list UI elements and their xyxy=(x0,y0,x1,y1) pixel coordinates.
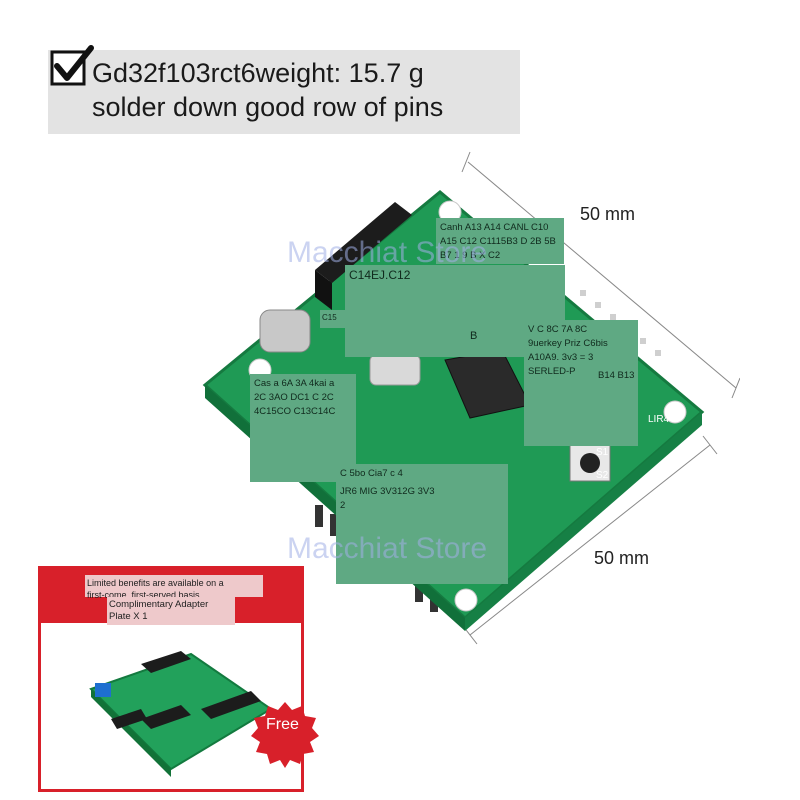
promo-adapter-box xyxy=(107,597,235,625)
silk-label-s1: S1 xyxy=(596,447,609,458)
block-h-text: JR6 MIG 3V312G 3V3 2 xyxy=(340,486,435,511)
board-label-block-a: Canh A13 A14 CANL C10 A15 C12 C1115B3 D … xyxy=(436,218,564,264)
board-label-block-g: C 5bo Cia7 c 4 JR6 MIG 3V312G 3V3 2 xyxy=(336,464,508,584)
silk-label-s2: S2 xyxy=(596,470,609,481)
title-line-2: solder down good row of pins xyxy=(92,92,444,122)
free-badge-shape xyxy=(251,702,319,768)
board-label-block-d: B xyxy=(470,330,478,342)
board-label-block-e: V C 8C 7A 8C 9uerkey Priz C6bis A10A9. 3… xyxy=(524,320,638,446)
promo-adapter-line-1: Complimentary Adapter xyxy=(109,599,209,610)
title-banner xyxy=(48,50,520,134)
adapter-plate-image xyxy=(89,651,273,777)
watermark-top: Macchiat Store xyxy=(287,236,488,269)
promo-line-2: first-come, first-served basis xyxy=(87,590,200,600)
promo-box: Limited benefits are available on a first… xyxy=(38,566,304,792)
watermark-bottom: Macchiat Store xyxy=(287,532,488,565)
promo-adapter-line-2: Plate X 1 xyxy=(109,611,148,622)
checkmark-icon xyxy=(50,45,94,86)
promo-notice-box xyxy=(85,575,263,597)
silk-label-s3: LIR4 xyxy=(648,414,670,425)
board-label-block-e2: B14 B13 xyxy=(598,370,635,381)
product-title: Gd32f103rct6weight: 15.7 g solder down g… xyxy=(92,56,443,124)
free-badge-label: Free xyxy=(266,716,299,733)
promo-notice-text: Limited benefits are available on a first… xyxy=(87,577,263,601)
title-line-1: Gd32f103rct6weight: 15.7 g xyxy=(92,58,424,88)
width-dimension-label: 50 mm xyxy=(580,204,636,224)
board-label-block-c: C15 xyxy=(320,310,348,328)
promo-line-1: Limited benefits are available on a xyxy=(87,578,224,588)
height-dimension-label: 50 mm xyxy=(594,548,650,568)
block-g-line: C 5bo Cia7 c 4 xyxy=(340,468,403,479)
